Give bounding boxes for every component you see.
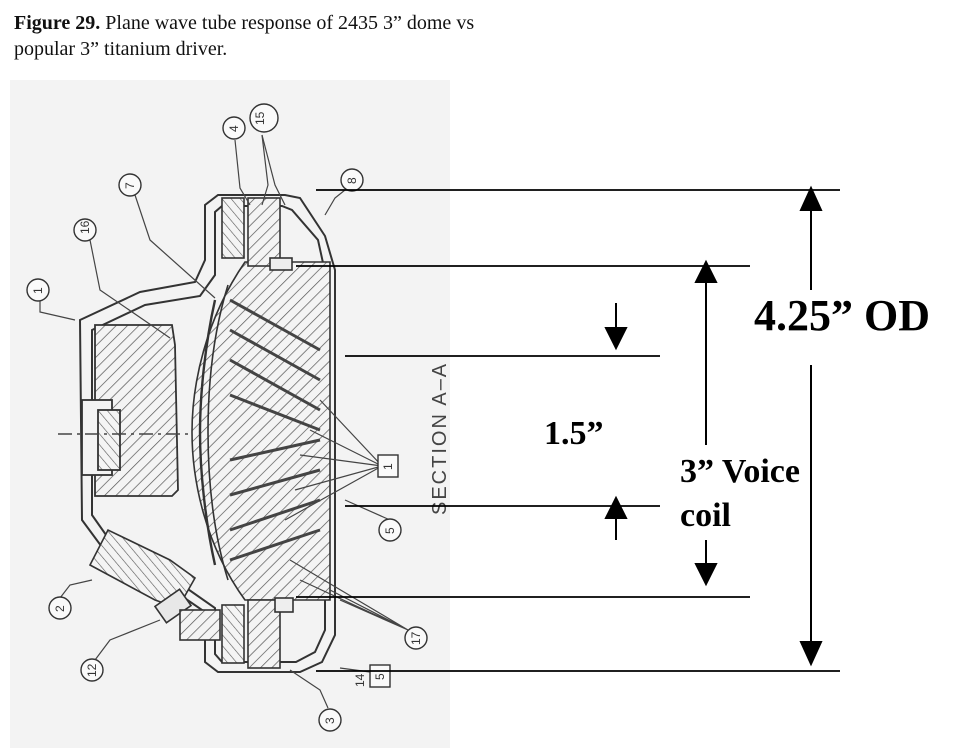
part-tag-number: 4 bbox=[227, 125, 241, 132]
part-tag-7 bbox=[118, 173, 142, 197]
part-tag-12 bbox=[80, 658, 104, 682]
part-tag-numbers: 1 16 7 4 15 8 1 5 17 2 12 14 5 3 bbox=[31, 111, 423, 724]
caption-text: Plane wave tube response of 2435 3” dome… bbox=[14, 12, 475, 60]
part-tag-number: 12 bbox=[85, 663, 99, 677]
part-tag-2 bbox=[48, 596, 72, 620]
voice-coil-dimension-arrow bbox=[694, 259, 718, 587]
part-tag-4 bbox=[222, 116, 246, 140]
part-tag-number: 1 bbox=[381, 463, 395, 470]
part-tag-5 bbox=[378, 518, 402, 542]
outer-diameter-label: 4.25” OD bbox=[754, 291, 930, 340]
voice-coil-label-line1: 3” Voice bbox=[680, 453, 800, 490]
part-tag-number: 5 bbox=[373, 673, 387, 680]
od-dimension-arrow bbox=[799, 185, 823, 667]
part-tag-number: 7 bbox=[123, 182, 137, 189]
part-tag-1 bbox=[26, 278, 50, 302]
callout-leaders bbox=[39, 134, 409, 709]
part-tag-number: 16 bbox=[78, 220, 92, 234]
part-tag-number: 15 bbox=[253, 111, 267, 125]
part-tag-9 bbox=[73, 218, 97, 242]
ring-plates bbox=[221, 197, 294, 669]
part-tag-number: 14 bbox=[353, 673, 367, 687]
part-tag-1-square bbox=[377, 454, 399, 478]
figure-label: Figure 29. bbox=[14, 12, 101, 34]
throat-dimension-label: 1.5” bbox=[544, 415, 604, 452]
terminal-connector bbox=[88, 528, 221, 641]
part-tag-number: 2 bbox=[53, 605, 67, 612]
part-tag-15-16 bbox=[249, 103, 279, 133]
part-tag-number: 17 bbox=[409, 631, 423, 645]
throat-dimension-arrow bbox=[604, 303, 628, 540]
section-label: SECTION A–A bbox=[429, 362, 451, 515]
part-tag-3 bbox=[318, 708, 342, 732]
part-tag-number: 5 bbox=[383, 527, 397, 534]
dimension-lines bbox=[296, 189, 840, 672]
magnet-assembly bbox=[81, 324, 179, 497]
figure-caption: Figure 29. Plane wave tube response of 2… bbox=[14, 10, 534, 62]
part-tag-17 bbox=[404, 626, 428, 650]
voice-coil-label-line2: coil bbox=[680, 497, 731, 534]
part-tag-number: 1 bbox=[31, 287, 45, 294]
voice-coil-label: 3” Voice coil bbox=[680, 450, 800, 538]
phase-plug bbox=[191, 261, 331, 601]
part-tag-8 bbox=[340, 168, 364, 192]
part-tag-number: 3 bbox=[323, 717, 337, 724]
part-tag-number: 8 bbox=[345, 177, 359, 184]
